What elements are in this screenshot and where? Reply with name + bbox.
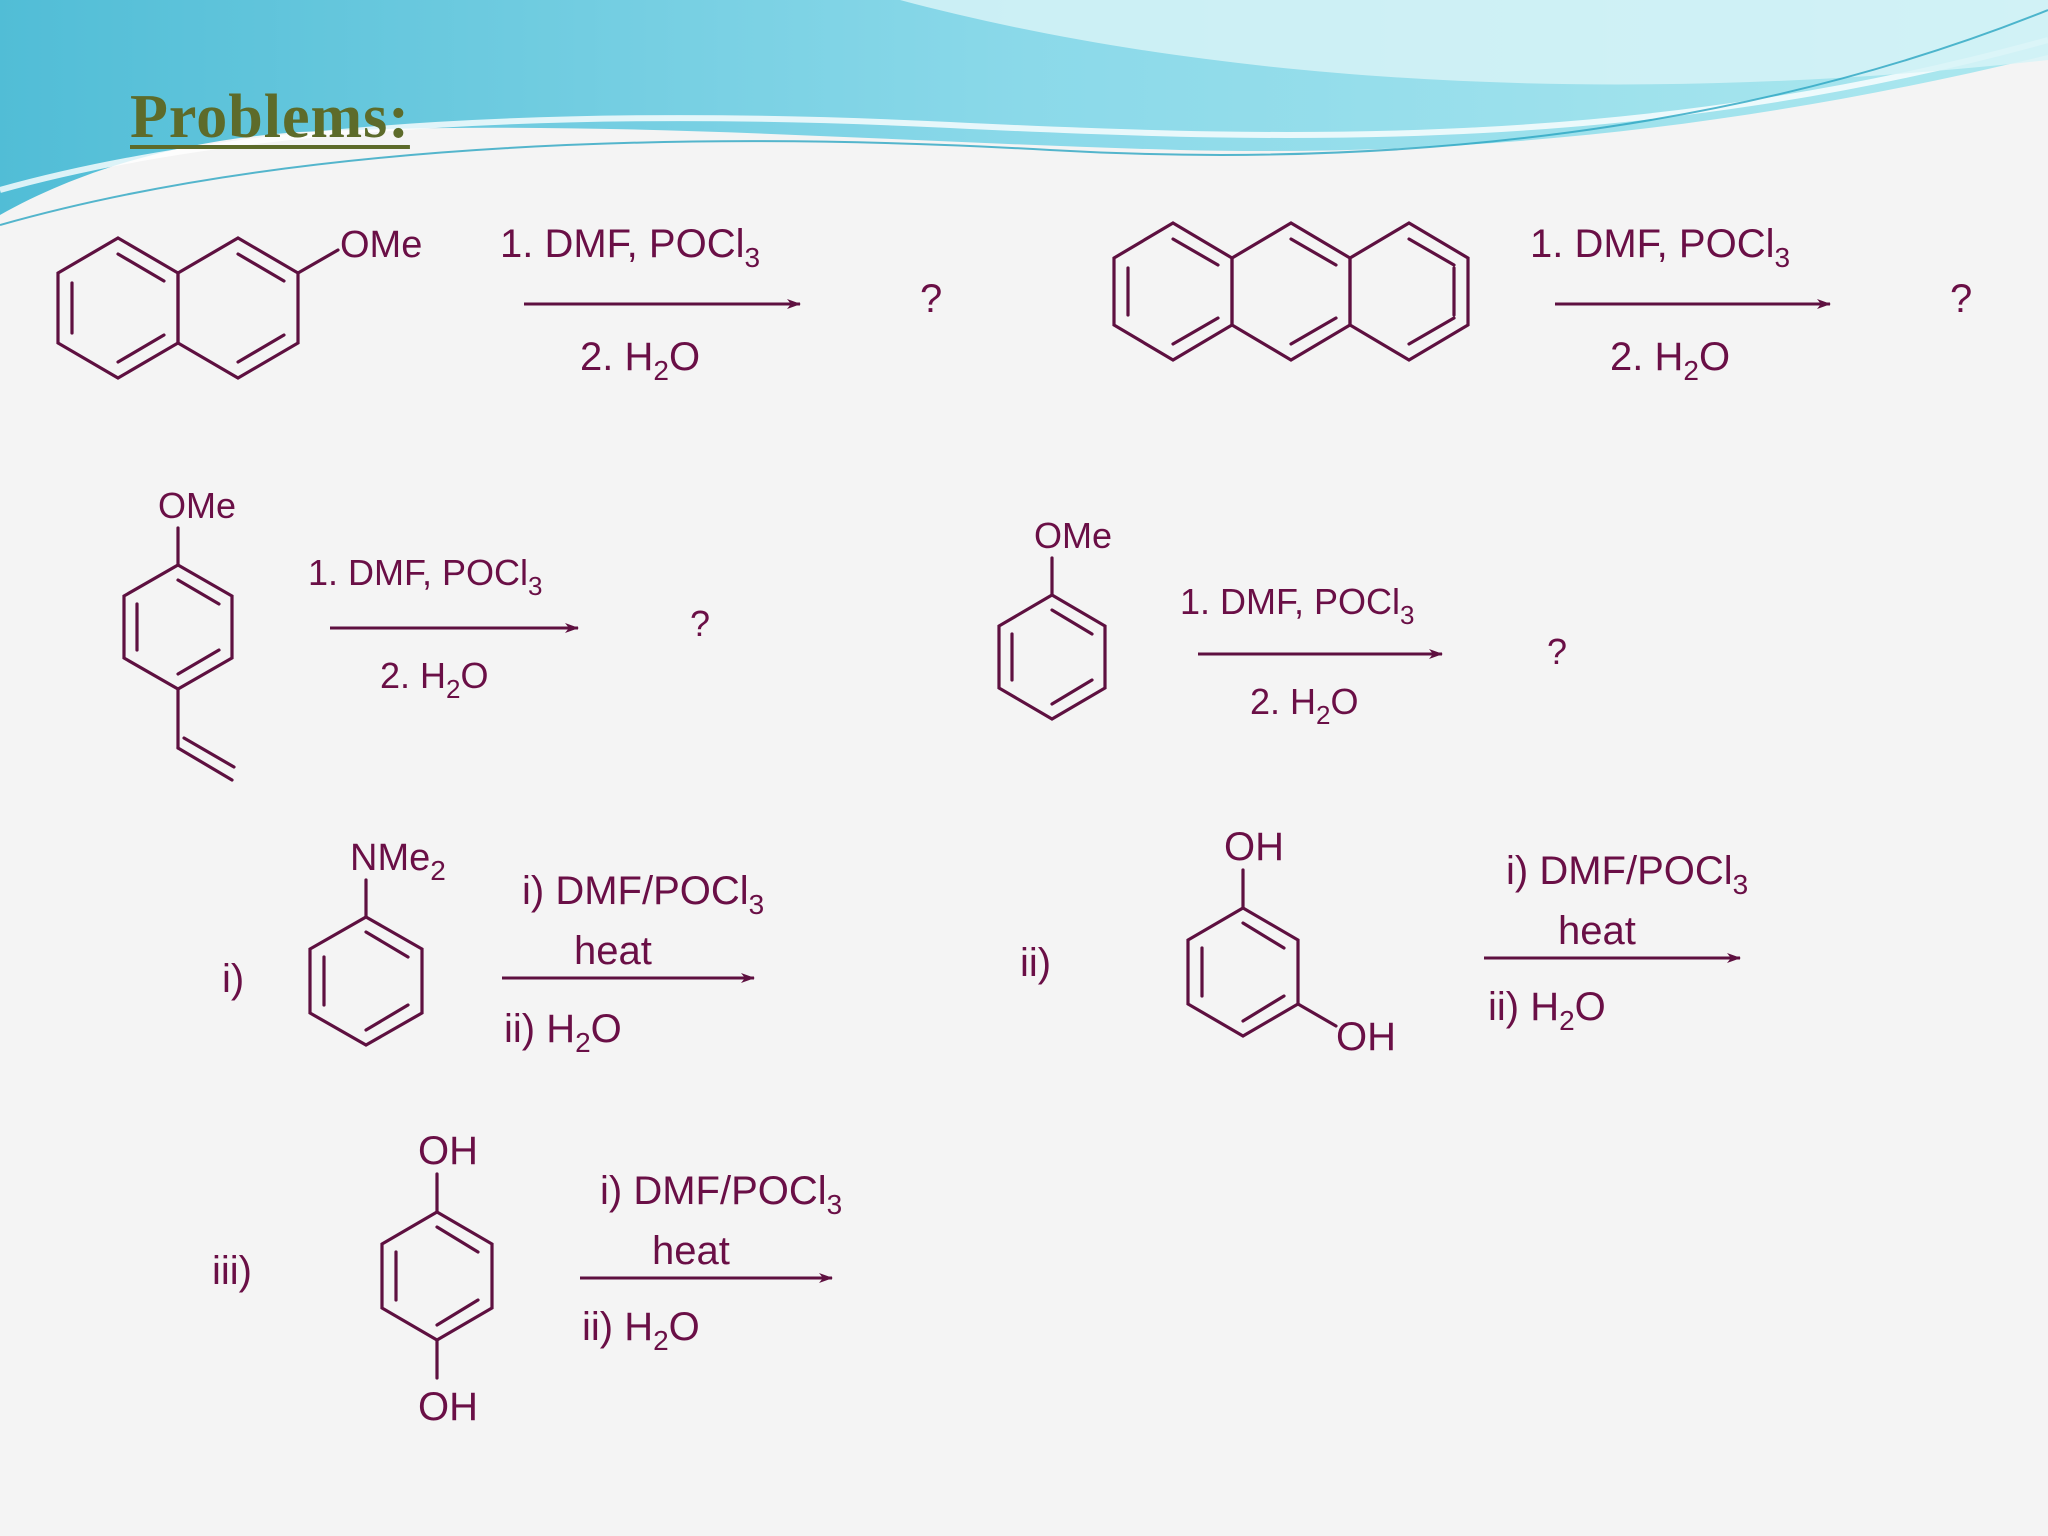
reagent-step1: 1. DMF, POCl3 <box>308 552 543 601</box>
reaction-1-methoxynaphthalene: OMe 1. DMF, POCl3 2. H2O ? <box>56 222 942 386</box>
reagent-step2: 2. H2O <box>580 335 700 386</box>
reagent-step1: i) DMF/POCl3 <box>1506 849 1748 900</box>
reagent-step2: 2. H2O <box>1610 335 1730 386</box>
reaction-iii-hydroquinone: iii) OH OH i) DMF/POCl3 heat ii) H2O <box>212 1129 842 1429</box>
reaction-i-dimethylaniline: i) NMe2 i) DMF/POCl3 heat ii) H2O <box>222 837 764 1058</box>
reagent-step2: 2. H2O <box>1250 681 1359 730</box>
substituent-label: NMe2 <box>350 837 446 886</box>
resorcinol-structure <box>1186 868 1338 1038</box>
anisole-structure <box>997 556 1107 721</box>
substituent-label: OMe <box>158 485 236 526</box>
substituent-label-bottom: OH <box>418 1385 478 1429</box>
substituent-label-meta: OH <box>1336 1015 1396 1059</box>
reaction-4-anisole: OMe 1. DMF, POCl3 2. H2O ? <box>997 515 1567 730</box>
product-unknown: ? <box>1547 631 1567 672</box>
reagent-heat: heat <box>652 1229 730 1273</box>
reagent-step2: ii) H2O <box>504 1007 622 1058</box>
hydroquinone-structure <box>380 1172 494 1380</box>
substituent-label: OH <box>418 1129 478 1173</box>
header-wave-decoration <box>0 0 2048 226</box>
problem-label: iii) <box>212 1249 252 1293</box>
product-unknown: ? <box>920 277 942 321</box>
naphthalene-structure <box>56 236 340 380</box>
reagent-step1: i) DMF/POCl3 <box>600 1169 842 1220</box>
reagent-heat: heat <box>574 929 652 973</box>
product-unknown: ? <box>690 603 710 644</box>
dimethylaniline-structure <box>308 878 424 1047</box>
reaction-ii-resorcinol: ii) OH OH i) DMF/POCl3 heat ii) H2O <box>1020 825 1748 1059</box>
substituent-label: OMe <box>340 224 422 266</box>
slide-title: Problems: <box>130 83 410 151</box>
reagent-step2: ii) H2O <box>1488 985 1606 1036</box>
reagent-step1: i) DMF/POCl3 <box>522 869 764 920</box>
reagent-step1: 1. DMF, POCl3 <box>1180 581 1415 630</box>
reagent-step2: 2. H2O <box>380 655 489 704</box>
reagent-step1: 1. DMF, POCl3 <box>1530 222 1790 273</box>
problem-label: i) <box>222 957 244 1001</box>
reaction-2-anthracene: 1. DMF, POCl3 2. H2O ? <box>1112 221 1972 386</box>
vinylanisole-structure <box>122 526 236 782</box>
reagent-heat: heat <box>1558 909 1636 953</box>
anthracene-structure <box>1112 221 1470 362</box>
reaction-3-vinylanisole: OMe 1. DMF, POCl3 2. H2O ? <box>122 485 710 782</box>
product-unknown: ? <box>1950 277 1972 321</box>
reagent-step2: ii) H2O <box>582 1305 700 1356</box>
reagent-step1: 1. DMF, POCl3 <box>500 222 760 273</box>
substituent-label: OH <box>1224 825 1284 869</box>
substituent-label: OMe <box>1034 515 1112 556</box>
problem-label: ii) <box>1020 941 1051 985</box>
